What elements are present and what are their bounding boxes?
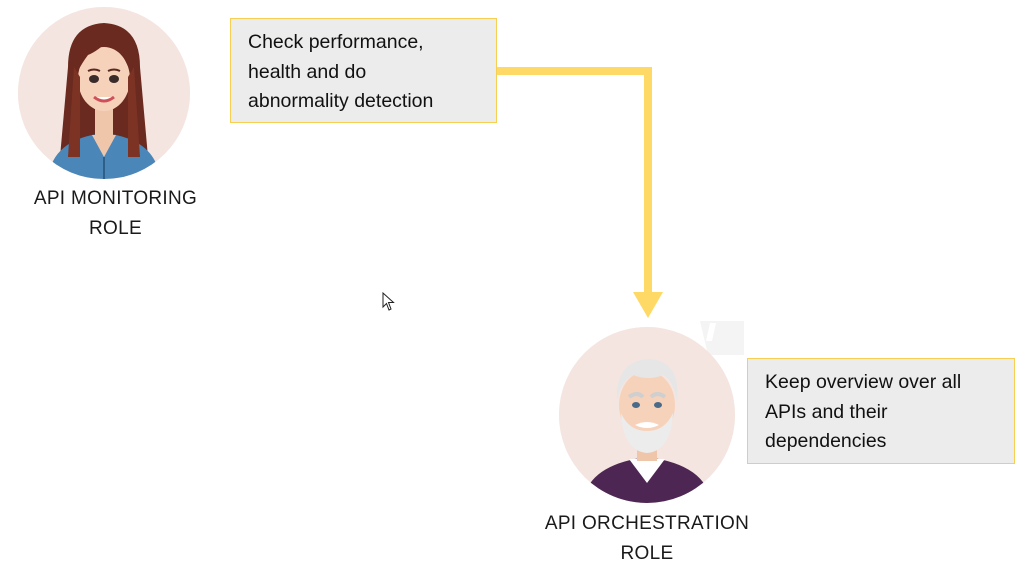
orchestration-note-line3: dependencies: [765, 430, 887, 452]
orchestration-role-label-line1: API ORCHESTRATION: [544, 513, 750, 534]
mouse-pointer-icon: [382, 292, 395, 311]
female-avatar-icon: [18, 7, 190, 179]
orchestration-role-label-line2: ROLE: [620, 543, 674, 564]
orchestration-note: Keep overview over all APIs and their de…: [747, 358, 1015, 464]
monitoring-note-line2: health and do: [248, 60, 367, 83]
monitoring-role-label-line1: API MONITORING: [33, 188, 198, 209]
orchestration-note-line2: APIs and their: [765, 400, 888, 423]
monitoring-role-label: API MONITORING ROLE: [14, 184, 217, 244]
monitoring-role-label-line2: ROLE: [89, 218, 142, 239]
orchestration-note-line1: Keep overview over all: [765, 371, 962, 393]
monitoring-note-line3: abnormality detection: [248, 90, 434, 112]
monitoring-note-line1: Check performance,: [248, 31, 424, 53]
monitoring-note: Check performance, health and do abnorma…: [230, 18, 497, 123]
decorative-shape: [700, 321, 744, 355]
orchestration-role-label: API ORCHESTRATION ROLE: [534, 509, 760, 569]
male-elder-avatar-icon: [559, 327, 735, 503]
